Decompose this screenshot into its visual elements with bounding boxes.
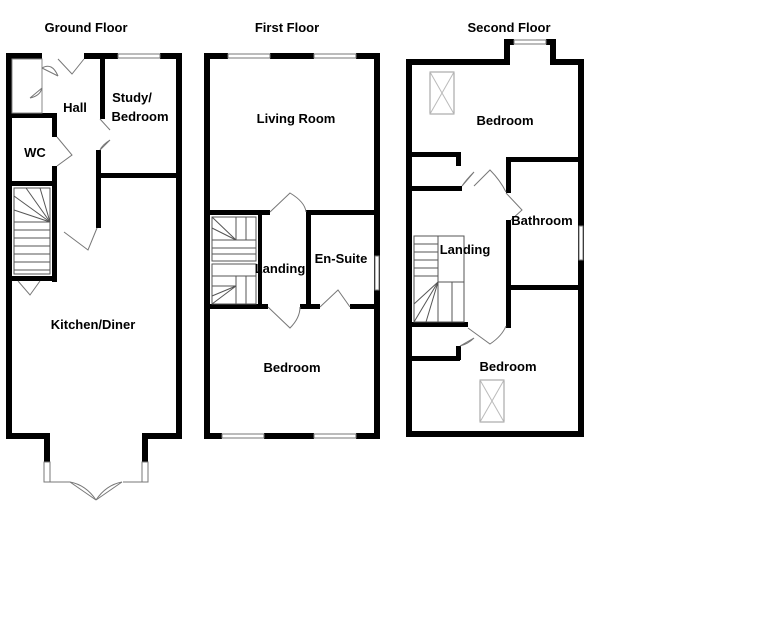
- wall: [456, 152, 461, 166]
- wall: [52, 166, 57, 186]
- wall: [300, 304, 320, 309]
- window: [313, 433, 357, 439]
- wc-label: WC: [24, 145, 46, 160]
- wall: [406, 59, 412, 437]
- wall: [412, 186, 462, 191]
- wall: [506, 157, 511, 193]
- wall: [506, 285, 584, 290]
- wall: [406, 59, 510, 65]
- wall: [142, 433, 148, 463]
- wall: [374, 53, 380, 439]
- window: [513, 39, 547, 45]
- wall: [210, 210, 270, 215]
- wall: [550, 59, 584, 65]
- window: [227, 53, 271, 59]
- bathroom-label: Bathroom: [511, 213, 572, 228]
- wall: [84, 53, 118, 59]
- wall: [412, 356, 460, 361]
- second-floor-title: Second Floor: [467, 20, 550, 35]
- wall: [412, 322, 468, 327]
- window: [43, 461, 51, 483]
- hall-label: Hall: [63, 100, 87, 115]
- landing-label: Landing: [255, 261, 306, 276]
- wall: [504, 39, 514, 45]
- window: [578, 225, 584, 261]
- wall: [504, 39, 510, 65]
- wall: [506, 220, 511, 328]
- wall: [306, 210, 380, 215]
- ground-floor-plan: Ground Floor: [6, 20, 182, 501]
- bedroom-bottom-label: Bedroom: [479, 359, 536, 374]
- wall: [100, 173, 182, 178]
- ground-floor-title: Ground Floor: [44, 20, 127, 35]
- wall: [306, 210, 311, 308]
- skylight: [429, 71, 455, 115]
- wall: [44, 433, 50, 463]
- wall: [412, 152, 460, 157]
- staircase: [413, 235, 465, 323]
- wall: [52, 186, 57, 282]
- wall: [100, 59, 105, 119]
- ensuite-label: En-Suite: [315, 251, 368, 266]
- staircase: [13, 187, 51, 275]
- wall: [6, 433, 50, 439]
- wall: [356, 433, 380, 439]
- wall: [270, 53, 314, 59]
- wall: [350, 304, 380, 309]
- study-label-line1: Study/: [112, 90, 152, 105]
- wall: [142, 433, 182, 439]
- kitchen-label: Kitchen/Diner: [51, 317, 136, 332]
- wall: [12, 113, 57, 118]
- staircase: [211, 216, 257, 262]
- wall: [506, 157, 584, 162]
- wall: [6, 53, 12, 439]
- wall: [546, 39, 556, 45]
- window: [141, 461, 149, 483]
- first-floor-title: First Floor: [255, 20, 319, 35]
- wall: [456, 346, 461, 360]
- wall: [12, 276, 57, 281]
- second-floor-plan: Second Floor: [406, 20, 584, 437]
- wall: [406, 431, 584, 437]
- wall: [258, 215, 262, 305]
- wall: [210, 304, 268, 309]
- wall: [356, 53, 380, 59]
- living-room-label: Living Room: [257, 111, 336, 126]
- bedroom-label: Bedroom: [263, 360, 320, 375]
- study-label-line2: Bedroom: [111, 109, 168, 124]
- window: [374, 255, 380, 291]
- skylight: [479, 379, 505, 423]
- window: [313, 53, 357, 59]
- wall: [264, 433, 314, 439]
- wall: [160, 53, 182, 59]
- bedroom-top-label: Bedroom: [476, 113, 533, 128]
- wall: [6, 53, 42, 59]
- wall: [550, 39, 556, 65]
- landing-label: Landing: [440, 242, 491, 257]
- wall: [204, 433, 222, 439]
- window: [117, 53, 161, 59]
- wall: [12, 181, 57, 186]
- wall: [204, 53, 210, 439]
- window: [221, 433, 265, 439]
- wall: [204, 53, 228, 59]
- wall: [176, 53, 182, 439]
- wall: [52, 113, 57, 137]
- first-floor-plan: First Floor: [204, 20, 380, 439]
- staircase: [211, 263, 257, 305]
- cupboard-outline: [11, 58, 43, 114]
- wall: [96, 150, 101, 228]
